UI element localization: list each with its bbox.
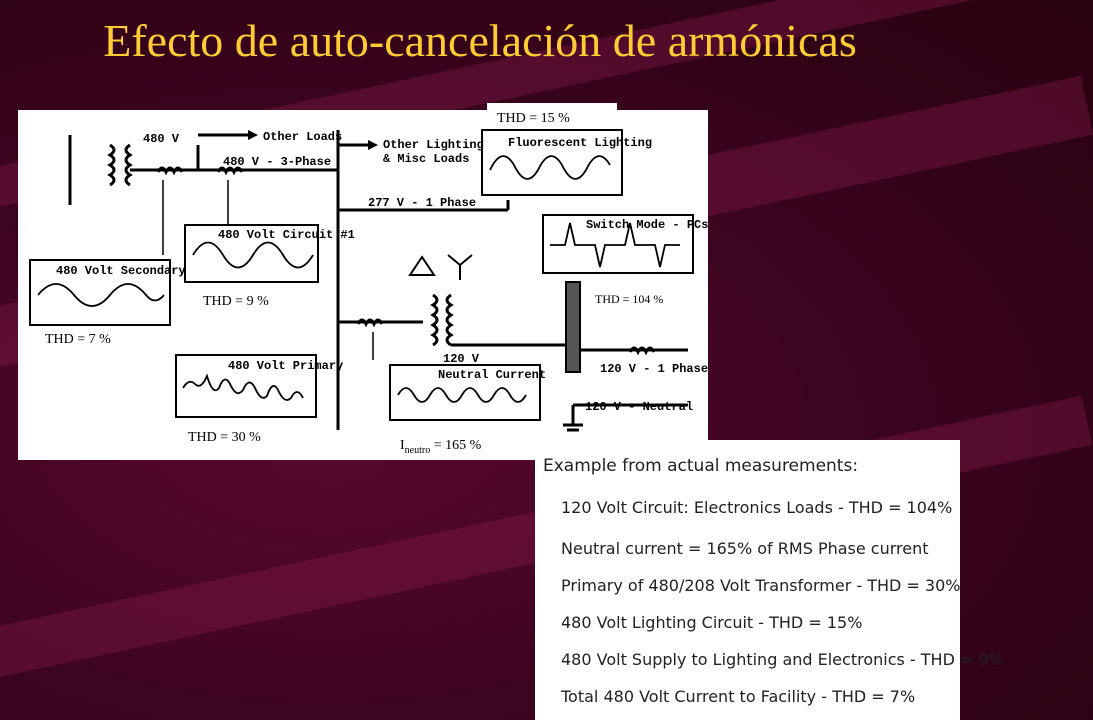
measurement-item: Total 480 Volt Current to Facility - THD… <box>561 687 916 706</box>
scope-title-neutral: Neutral Current <box>438 368 546 382</box>
scope-title-secondary: 480 Volt Secondary <box>56 264 186 278</box>
power-distribution-diagram: Fluorescent Lighting Switch Mode - PCs 4… <box>18 110 708 460</box>
thd-neutral-current: Ineutro = 165 % <box>400 438 481 456</box>
label-480v: 480 V <box>143 132 180 146</box>
measurement-item: 120 Volt Circuit: Electronics Loads - TH… <box>561 498 953 517</box>
thd-neutral-value: = 165 % <box>430 438 482 453</box>
label-277v: 277 V - 1 Phase <box>368 196 476 210</box>
label-120v-neutral: 120 V - Neutral <box>585 400 693 414</box>
scope-title-switch-mode: Switch Mode - PCs <box>586 218 708 232</box>
thd-circuit1: THD = 9 % <box>203 294 269 309</box>
label-misc-loads: & Misc Loads <box>383 152 469 166</box>
thd-switch-mode: THD = 104 % <box>595 292 664 306</box>
thd-fluorescent: THD = 15 % <box>497 111 570 126</box>
measurements-heading: Example from actual measurements: <box>543 456 859 476</box>
thd-primary: THD = 30 % <box>188 430 261 445</box>
label-other-lighting: Other Lighting <box>383 138 484 152</box>
scope-title-primary: 480 Volt Primary <box>228 359 343 373</box>
scope-title-fluorescent: Fluorescent Lighting <box>508 136 652 150</box>
thd-neutral-prefix: I <box>400 438 405 453</box>
thd-secondary: THD = 7 % <box>45 332 111 347</box>
measurement-item: 480 Volt Lighting Circuit - THD = 15% <box>561 613 863 632</box>
label-120v: 120 V <box>443 352 480 366</box>
label-120v-phase: 120 V - 1 Phase <box>600 362 708 376</box>
slide-title: Efecto de auto-cancelación de armónicas <box>103 15 857 66</box>
scope-title-circuit1: 480 Volt Circuit #1 <box>218 228 355 242</box>
measurements-panel: Example from actual measurements: 120 Vo… <box>535 440 1004 720</box>
label-480v-3phase: 480 V - 3-Phase <box>223 155 331 169</box>
measurement-item: Primary of 480/208 Volt Transformer - TH… <box>561 576 961 595</box>
measurement-item: 480 Volt Supply to Lighting and Electron… <box>561 650 1004 669</box>
label-other-loads: Other Loads <box>263 130 342 144</box>
measurement-item: Neutral current = 165% of RMS Phase curr… <box>561 539 929 558</box>
diagram-svg: Fluorescent Lighting Switch Mode - PCs 4… <box>29 129 708 432</box>
thd-neutral-subscript: neutro <box>404 444 431 456</box>
